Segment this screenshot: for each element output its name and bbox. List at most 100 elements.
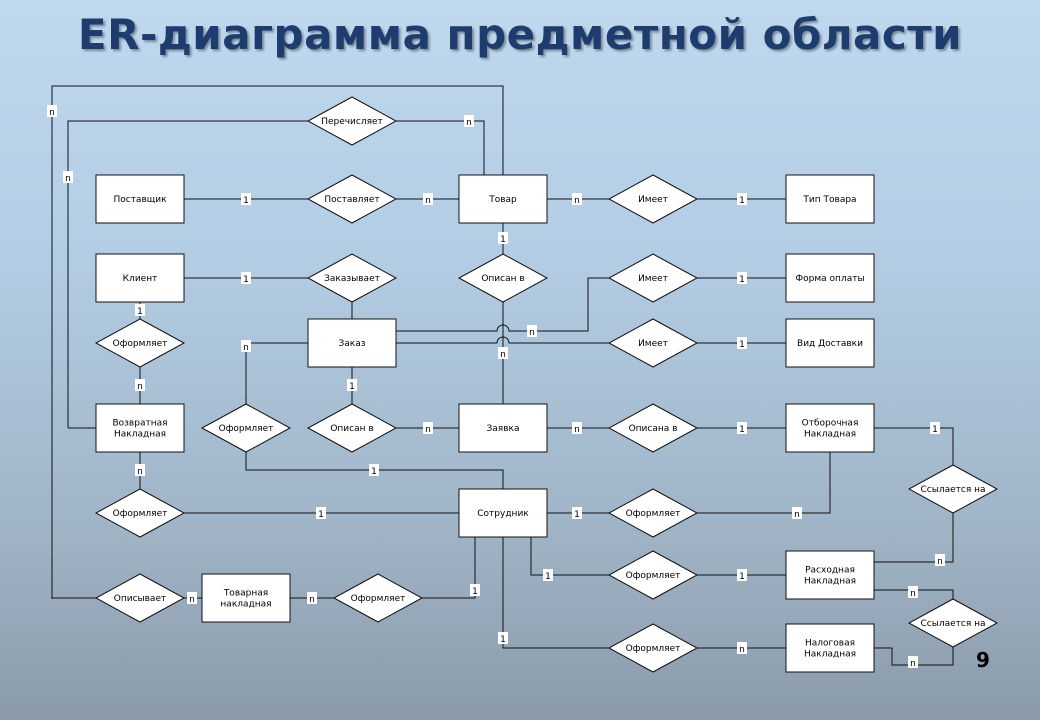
relationship-oformlyaet-tovarnaya: Оформляет [332,573,424,623]
relationship-ssylaetsya-1: Ссылается на [907,464,999,514]
cardinality-label: 1 [737,569,747,582]
relationship-perechislyaet-text: Перечисляет [321,117,383,127]
entity-forma-oplaty: Форма оплаты [785,253,875,303]
cardinality-label: 1 [737,422,747,435]
svg-text:1: 1 [137,307,143,317]
relationship-opisyvaet-text: Описывает [114,594,166,604]
cardinality-label: 1 [737,272,747,285]
entity-tovarnaya-text: накладная [220,600,271,610]
entity-tovarnaya-text: Товарная [223,589,268,599]
svg-text:1: 1 [243,196,249,206]
relationship-postavlyaet-text: Поставляет [324,195,379,205]
svg-text:1: 1 [545,572,551,582]
svg-text:1: 1 [739,340,745,350]
entity-zayavka: Заявка [458,403,548,453]
relationship-oformlyaet-vozvrat-text: Оформляет [113,509,168,519]
relationship-ssylaetsya-2-text: Ссылается на [920,619,985,629]
entity-zakaz: Заказ [307,318,397,368]
relationship-oformlyaet-tovarnaya-text: Оформляет [351,594,406,604]
svg-text:1: 1 [318,510,324,520]
cardinality-label: 1 [737,337,747,350]
cardinality-label: n [423,193,433,206]
connector-line [422,537,476,599]
cardinality-label: n [241,340,251,353]
cardinality-label: 1 [369,464,379,477]
svg-text:n: n [309,595,315,605]
cardinality-label: 1 [241,272,251,285]
svg-text:1: 1 [739,425,745,435]
svg-text:1: 1 [932,425,938,435]
relationship-oformlyaet-nalog-text: Оформляет [626,644,681,654]
connector-line [697,452,831,514]
entity-otborochnaya-text: Отборочная [802,419,859,429]
relationship-ssylaetsya-1-text: Ссылается на [920,485,985,495]
cardinality-label: n [423,422,433,435]
entity-sotrudnik: Сотрудник [458,488,548,538]
relationship-opisyvaet: Описывает [94,573,186,623]
relationship-oformlyaet-klient-text: Оформляет [113,339,168,349]
relationship-oformlyaet-nalog: Оформляет [607,623,699,673]
connector-line [67,120,308,428]
slide-title: ER-диаграмма предметной области [77,10,963,59]
svg-text:n: n [937,557,943,567]
relationship-imeet-tip-text: Имеет [638,195,668,205]
entity-postavshik: Поставщик [95,174,185,224]
cardinality-label: 1 [347,379,357,392]
cardinality-label: 1 [241,193,251,206]
connector-line [502,537,609,649]
svg-text:1: 1 [739,196,745,206]
svg-text:n: n [189,595,195,605]
relationship-zakazyvaet: Заказывает [306,253,398,303]
entity-tip-tovara: Тип Товара [785,174,875,224]
entity-otborochnaya-text: Накладная [804,430,856,440]
relationship-oformlyaet-vozvrat: Оформляет [94,488,186,538]
cardinality-label: n [572,193,582,206]
cardinality-label: 1 [498,232,508,245]
entity-forma-oplaty-text: Форма оплаты [795,274,864,284]
svg-text:n: n [794,510,800,520]
svg-text:n: n [500,350,506,360]
relationship-oformlyaet-zakaz: Оформляет [200,403,292,453]
svg-text:1: 1 [500,235,506,245]
cardinality-label: n [135,464,145,477]
entity-vozvratnaya-text: Возвратная [112,419,167,429]
relationship-postavlyaet: Поставляет [306,174,398,224]
entity-klient: Клиент [95,253,185,303]
relationship-ssylaetsya-2: Ссылается на [907,598,999,648]
entity-vid-dostavki: Вид Доставки [785,318,875,368]
svg-text:n: n [137,467,143,477]
relationship-perechislyaet: Перечисляет [306,96,398,146]
svg-text:1: 1 [739,572,745,582]
cardinality-label: n [737,642,747,655]
cardinality-label: n [187,592,197,605]
relationship-oformlyaet-otbor: Оформляет [607,488,699,538]
cardinality-label: n [135,379,145,392]
connector-line [51,85,504,599]
relationship-opisan-v-tovar-text: Описан в [481,274,524,284]
connector-line [874,513,954,563]
entity-sotrudnik-text: Сотрудник [477,509,529,519]
connector-line [530,537,609,576]
relationship-opisan-v-zakaz-text: Описан в [330,424,373,434]
entity-raskhodnaya-text: Накладная [804,577,856,587]
cardinality-label: n [47,105,57,118]
cardinality-label: n [935,554,945,567]
cardinality-label: 1 [737,193,747,206]
entity-vozvratnaya-text: Накладная [114,430,166,440]
relationship-imeet-dostavka: Имеет [607,318,699,368]
svg-text:n: n [739,645,745,655]
cardinality-label: n [527,325,537,338]
relationship-opisan-v-tovar: Описан в [457,253,549,303]
entity-raskhodnaya-text: Расходная [805,566,855,576]
relationship-imeet-oplata: Имеет [607,253,699,303]
cardinality-label: n [464,115,474,128]
svg-text:1: 1 [500,635,506,645]
svg-text:1: 1 [371,467,377,477]
svg-text:1: 1 [243,275,249,285]
relationship-oformlyaet-otbor-text: Оформляет [626,509,681,519]
relationship-opisan-v-zakaz: Описан в [306,403,398,453]
